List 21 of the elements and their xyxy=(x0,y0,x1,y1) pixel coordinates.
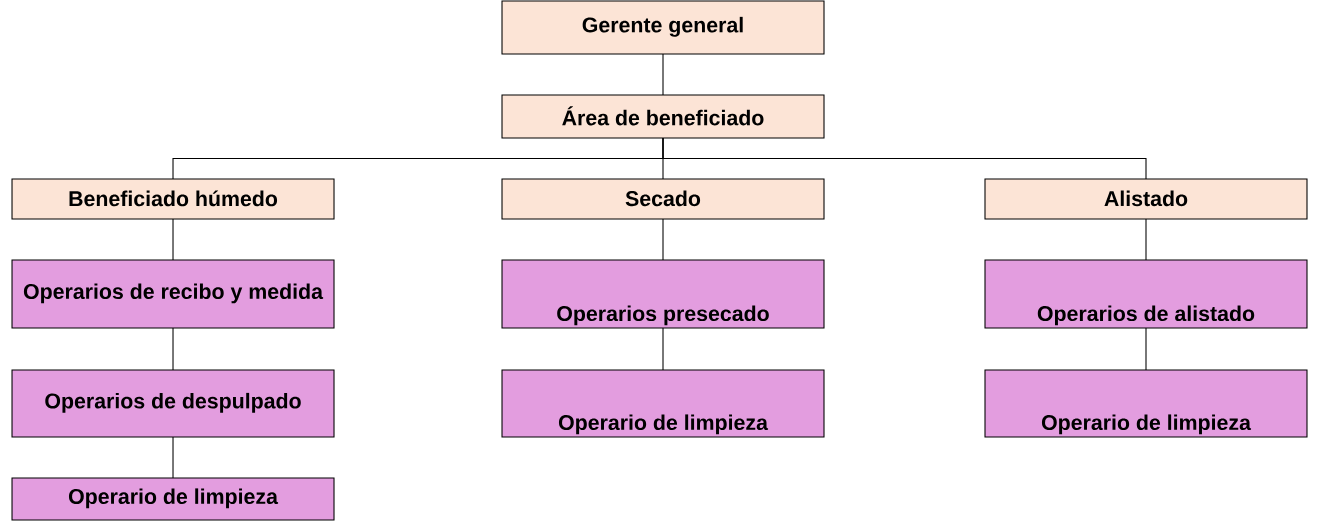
connector-line xyxy=(172,218,174,261)
org-box: Operario de limpieza xyxy=(501,369,825,438)
org-box: Operarios de despulpado xyxy=(11,369,335,438)
org-box: Operarios de alistado xyxy=(984,259,1308,329)
org-box: Operario de limpieza xyxy=(11,477,335,521)
connector-line xyxy=(172,327,174,371)
org-box: Gerente general xyxy=(501,0,825,55)
org-box: Beneficiado húmedo xyxy=(11,178,335,220)
org-box: Operario de limpieza xyxy=(984,369,1308,438)
connector-line xyxy=(662,53,664,96)
org-box: Secado xyxy=(501,178,825,220)
connector-line xyxy=(662,218,664,261)
connector-line xyxy=(662,327,664,371)
connector-line xyxy=(662,137,1147,180)
connector-line xyxy=(1145,327,1147,371)
org-box: Área de beneficiado xyxy=(501,94,825,139)
org-box: Operarios de recibo y medida xyxy=(11,259,335,329)
org-box: Operarios presecado xyxy=(501,259,825,329)
connector-line xyxy=(1145,218,1147,261)
connector-line xyxy=(172,436,174,479)
org-box: Alistado xyxy=(984,178,1308,220)
